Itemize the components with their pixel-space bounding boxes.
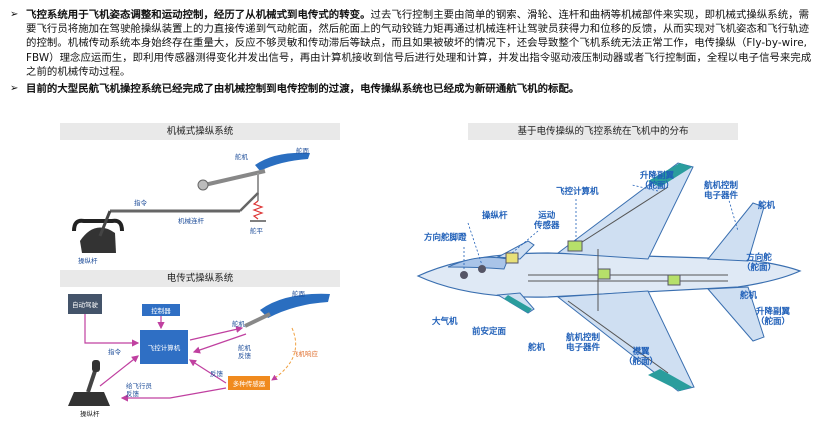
plane-label-pedal: 方向舵脚蹬 [424,233,467,243]
plane-title: 基于电传操纵的飞控系统在飞机中的分布 [468,123,738,140]
response-arrow [271,327,297,381]
motion-sensor-shape [505,252,519,264]
elec-box-shape [597,268,611,280]
fbw-label-actuator: 舵机 [232,320,245,328]
stick-base [68,392,110,406]
fbw-svg [68,293,330,406]
upper-tail-shape [706,202,765,262]
mech-label-trim: 舵平 [250,227,263,235]
plane-label-flap: 襟翼 （舵面） [624,347,659,367]
mech-label-stick: 操纵杆 [78,257,98,265]
plane-label-stick: 操纵杆 [482,211,508,221]
fbw-label-response: 飞机响应 [292,350,318,358]
plane-label-actuator-tr: 舵机 [758,201,776,211]
sensor-box-shape [228,376,270,390]
plane-diagram: 飞控计算机 升降副翼 （舵面） 航机控制 电子器件 运动 传感器 操纵杆 方向舵… [408,141,816,431]
controller-box-shape [142,304,180,316]
mech-label-rudder: 舵机 [235,153,248,161]
fbw-diagram: 自动驾驶 控制器 飞控计算机 多种传感器 舵面 舵机 舵机 反馈 反馈 指令 飞… [60,288,340,418]
bullet-1: ➢ 飞控系统用于飞机姿态调整和运动控制，经历了从机械式到电传式的转变。过去飞行控… [10,8,816,79]
bullet-2-text: 目前的大型民航飞机操控系统已经完成了由机械控制到电传控制的过渡，电传操纵系统也已… [26,82,579,96]
mechanical-svg [72,152,310,253]
plane-label-rudder: 方向舵 （舵面） [742,253,777,273]
controller-box: 控制器 [151,307,171,315]
fbw-label-stick: 操纵杆 [80,410,100,418]
plane-label-canard: 前安定面 [472,327,507,337]
autopilot-arrow [84,314,140,347]
fbw-label-actuator-feedback: 舵机 反馈 [238,344,251,360]
fbw-title: 电传式操纵系统 [60,270,340,287]
elec-box-2-shape [667,274,681,286]
upper-elevon-shape [648,163,692,187]
rudder-link [199,169,266,188]
computer-box-shape [140,330,188,364]
actuator-feedback-arrow [192,333,247,354]
arrow-bullet-icon: ➢ [10,83,19,95]
upper-wing-shape [556,162,694,260]
yoke-handle [72,218,124,232]
mechanical-diagram: 舵面 舵机 指令 机械连杆 舵平 操纵杆 [60,141,340,269]
arrow-bullet-icon: ➢ [10,9,19,20]
bullet-1-bold: 飞控系统用于飞机姿态调整和运动控制，经历了从机械式到电传式的转变。 [26,9,371,21]
leader-lines [463,184,739,271]
plane-label-air-data: 大气机 [432,317,458,327]
computer-to-actuator-arrow [189,325,244,341]
sensor-feedback-arrow [188,359,227,384]
wing-surface-shape [255,152,310,171]
lower-wing-shape [556,290,695,392]
canard-surface-shape [504,295,532,313]
lower-tail-shape [706,286,765,342]
computer-box: 飞控计算机 [147,344,181,352]
autopilot-box: 自动驾驶 [72,301,98,309]
linkage-crank [239,192,259,212]
bullet-2: ➢ 目前的大型民航飞机操控系统已经完成了由机械控制到电传控制的过渡，电传操纵系统… [10,82,816,96]
fbw-label-feedback: 反馈 [210,370,223,378]
mech-label-command: 指令 [134,199,147,207]
stick-grip [92,360,100,372]
sensor-box: 多种传感器 [232,380,266,388]
plane-label-motion: 运动 传感器 [534,211,560,231]
bullet-2-bold: 目前的大型民航飞机操控系统已经完成了由机械控制到电传控制的过渡，电传操纵系统也已… [26,83,580,96]
bullet-1-body: 过去飞行控制主要由简单的钢索、滑轮、连杆和曲柄等机械部件来实现，即机械式操纵系统… [26,9,812,78]
plane-label-actuator-right: 舵机 [740,291,758,301]
fbw-label-surface: 舵面 [292,290,305,298]
plane-label-fcc: 飞控计算机 [556,187,599,197]
fbw-label-command: 指令 [108,348,121,356]
fbw-label-pilot-feedback: 给飞行员 反馈 [126,382,152,398]
plane-label-actuator-mid: 舵机 [528,343,546,353]
mechanical-title: 机械式操纵系统 [60,123,340,140]
plane-label-elevator-right: 升降副翼 （舵面） [756,307,791,327]
plane-svg [416,162,802,392]
lower-elevon-shape [648,369,692,391]
spring-shape [252,200,264,220]
plane-label-elec-top: 航机控制 电子器件 [704,181,739,201]
bullet-1-text: 飞控系统用于飞机姿态调整和运动控制，经历了从机械式到电传式的转变。过去飞行控制主… [26,8,816,79]
stick-node-shape [478,265,486,273]
pilot-feedback-arrow [120,387,227,402]
fcc-box-shape [567,240,583,252]
bullet-list: ➢ 飞控系统用于飞机姿态调整和运动控制，经历了从机械式到电传式的转变。过去飞行控… [10,8,816,96]
yoke-base [80,227,116,253]
fbw-wing-shape [260,293,330,318]
stick-command-arrow [99,355,139,387]
stick-shaft [86,367,98,393]
fbw-actuator-rod [244,312,271,328]
cockpit-shape [447,256,509,270]
signal-lines [528,186,728,374]
pivot-joint [197,179,209,191]
pedal-node-shape [460,271,468,279]
plane-label-elec-bot: 航机控制 电子器件 [566,333,601,353]
yoke-shaft [98,210,112,237]
mech-label-surface: 舵面 [296,147,309,155]
plane-label-elevator: 升降副翼 （舵面） [640,171,675,191]
autopilot-box-shape [68,294,102,314]
mech-label-linkage: 机械连杆 [178,217,204,225]
